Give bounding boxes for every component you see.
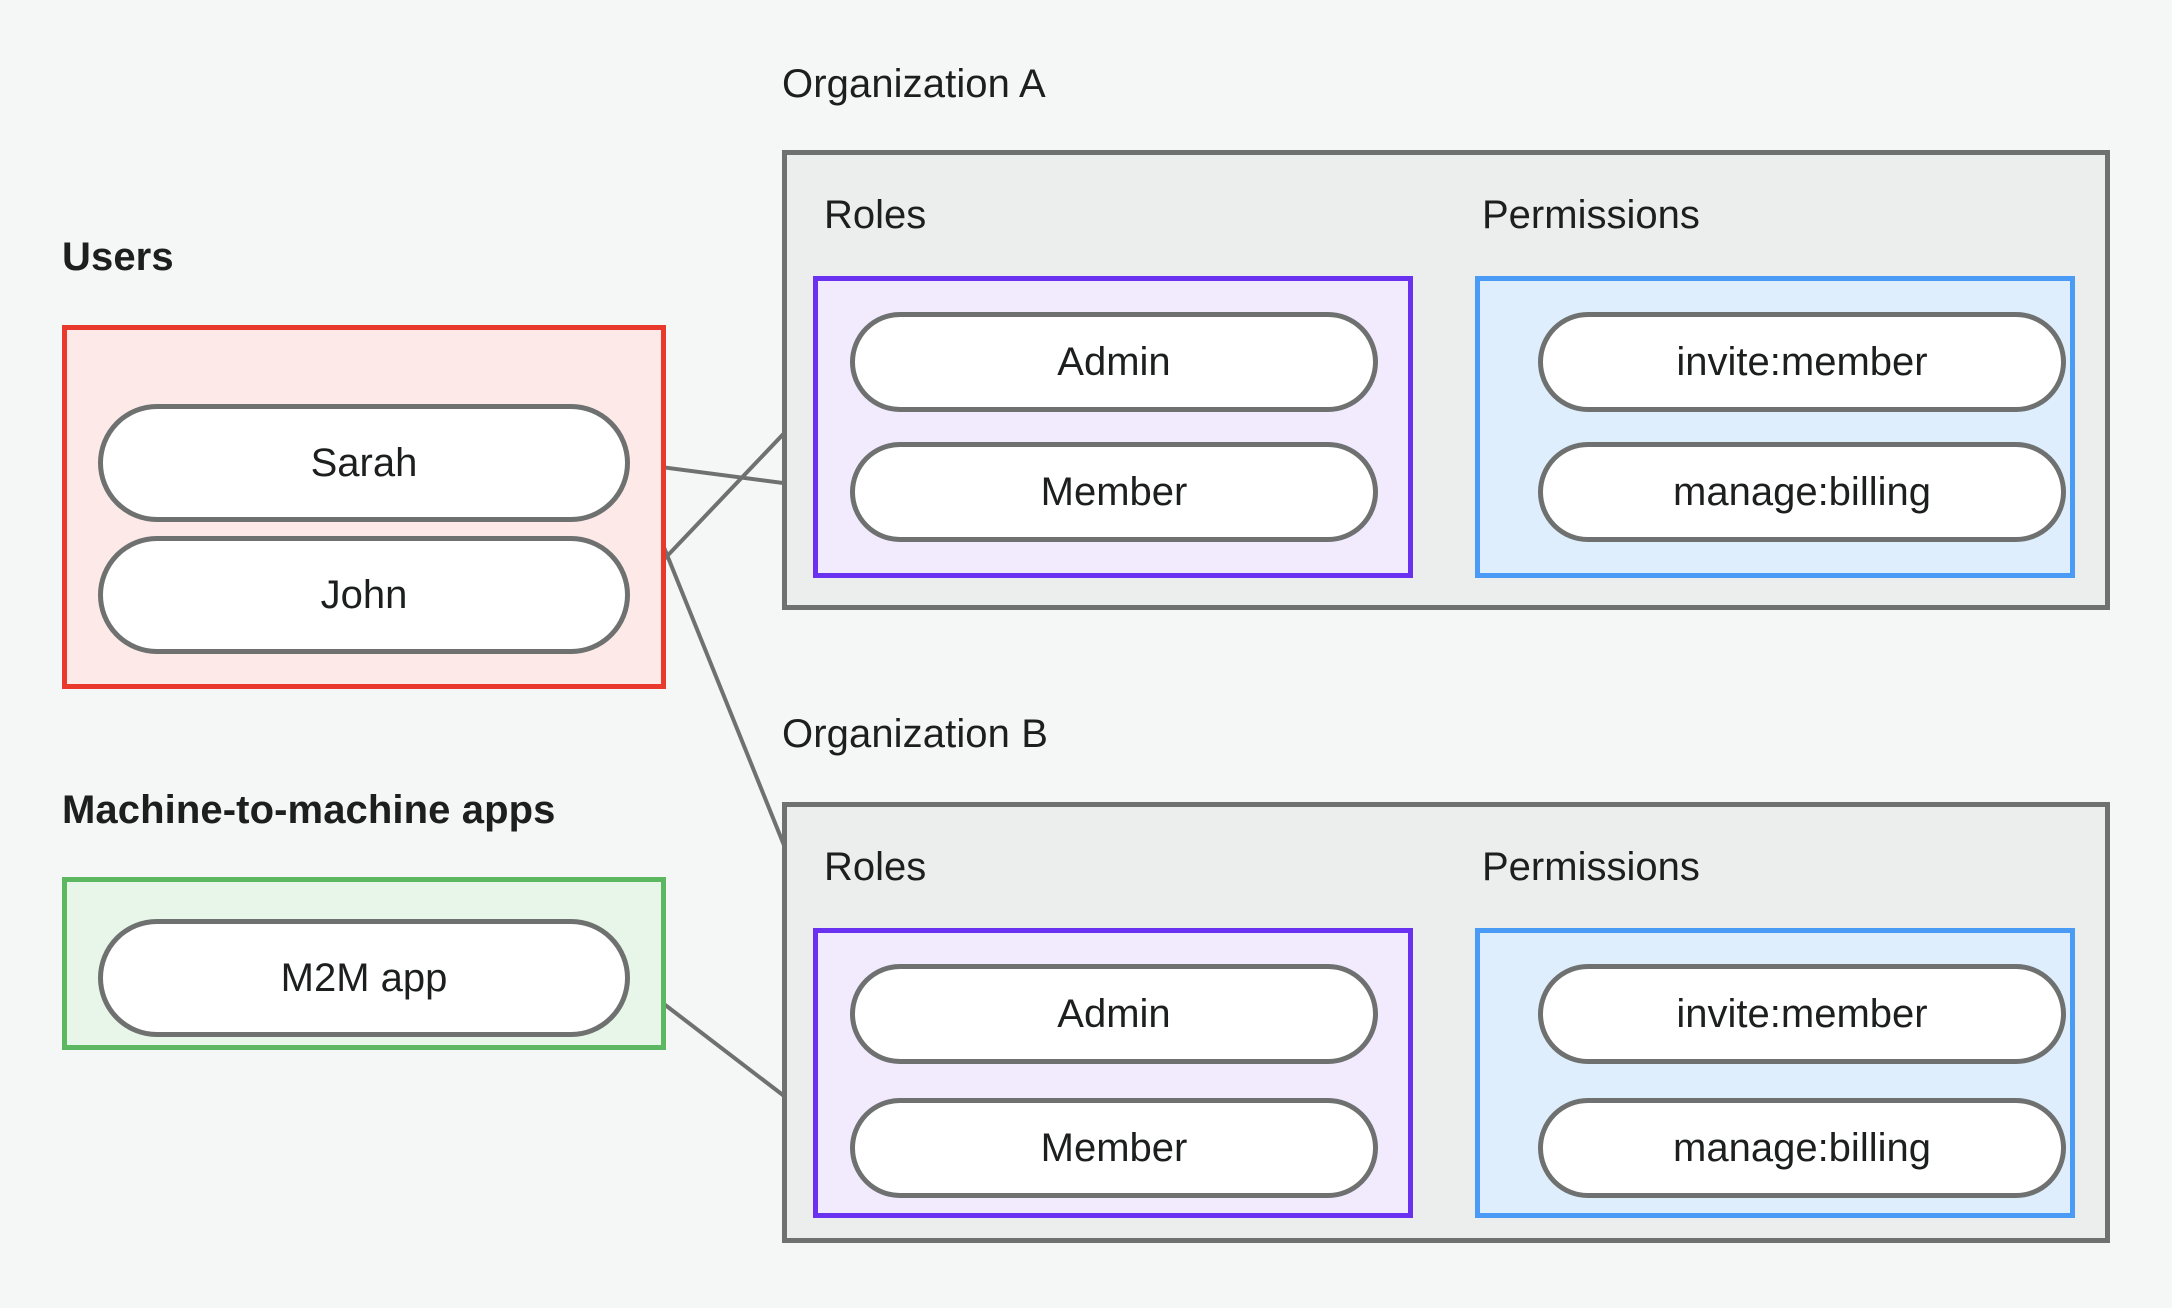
organization-b-permission-manage-billing[interactable]: manage:billing	[1538, 1098, 2066, 1198]
organization-a-caption: Organization A	[782, 62, 1046, 106]
machine-apps-caption: Machine-to-machine apps	[62, 788, 556, 832]
m2m-node-app[interactable]: M2M app	[98, 919, 630, 1037]
user-node-john[interactable]: John	[98, 536, 630, 654]
organization-b-permissions-label: Permissions	[1482, 845, 1700, 889]
organization-a-roles-label: Roles	[824, 193, 927, 237]
organization-a-role-admin[interactable]: Admin	[850, 312, 1378, 412]
organization-b-permission-invite-member[interactable]: invite:member	[1538, 964, 2066, 1064]
user-node-sarah[interactable]: Sarah	[98, 404, 630, 522]
organization-b-roles-label: Roles	[824, 845, 927, 889]
organization-b-caption: Organization B	[782, 712, 1048, 756]
users-caption: Users	[62, 235, 174, 279]
organization-b-role-member[interactable]: Member	[850, 1098, 1378, 1198]
organization-a-permission-invite-member[interactable]: invite:member	[1538, 312, 2066, 412]
organization-a-role-member[interactable]: Member	[850, 442, 1378, 542]
organization-b-role-admin[interactable]: Admin	[850, 964, 1378, 1064]
organization-a-permissions-label: Permissions	[1482, 193, 1700, 237]
organization-a-permission-manage-billing[interactable]: manage:billing	[1538, 442, 2066, 542]
